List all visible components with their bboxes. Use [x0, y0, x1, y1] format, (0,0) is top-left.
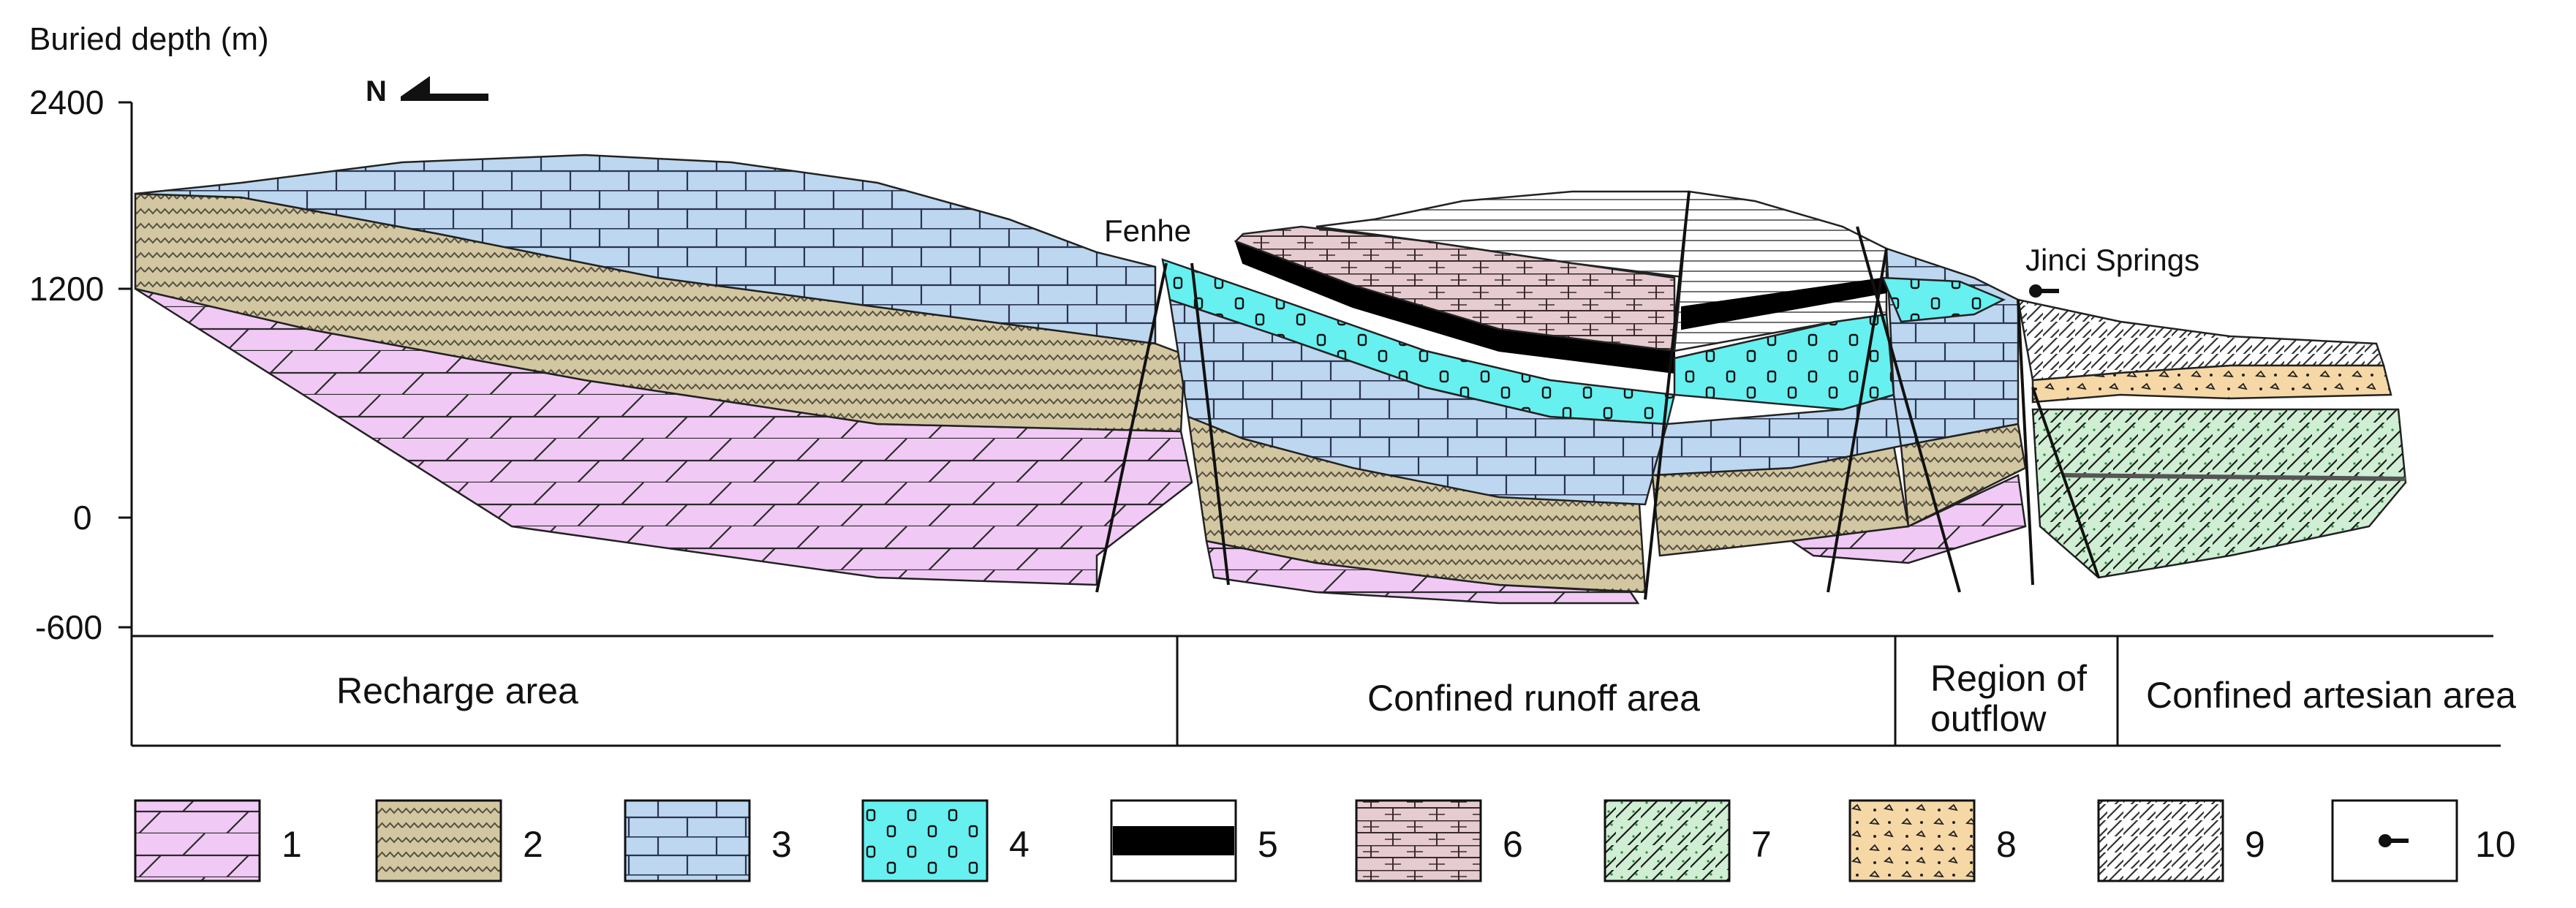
axis-title: Buried depth (m) — [29, 21, 269, 57]
zone-artesian: Confined artesian area — [2146, 675, 2516, 716]
legend-swatch-2 — [375, 799, 502, 882]
depth-axis-ticks: 2400 1200 0 -600 — [29, 83, 132, 646]
zone-outflow-line2: outflow — [1930, 698, 2047, 739]
zone-recharge: Recharge area — [336, 670, 578, 711]
legend-swatch-8 — [1848, 799, 1976, 882]
legend-label: 6 — [1503, 824, 1523, 865]
legend-swatch-9 — [2097, 799, 2224, 882]
place-label-jinci: Jinci Springs — [2025, 243, 2199, 277]
legend-label: 3 — [771, 824, 792, 865]
legend-label: 7 — [1751, 824, 1772, 865]
legend-swatch-4 — [861, 799, 989, 882]
north-letter: N — [366, 75, 387, 107]
layer-5-submiddle — [1681, 276, 1887, 330]
zone-outflow-line1: Region of — [1930, 658, 2087, 699]
legend-label: 8 — [1996, 824, 2017, 865]
layer-8-artesian — [2031, 364, 2392, 404]
zone-table — [130, 635, 2501, 747]
legend-swatch-3 — [624, 799, 751, 882]
legend-label: 10 — [2475, 824, 2516, 865]
legend-label: 4 — [1009, 824, 1030, 865]
legend-label: 5 — [1258, 824, 1278, 865]
layer-4-outflow — [1881, 276, 2006, 323]
place-label-fenhe: Fenhe — [1104, 213, 1191, 248]
spring-symbol-icon — [2379, 834, 2409, 847]
legend-label: 2 — [523, 824, 543, 865]
tick-label: -600 — [35, 608, 102, 646]
zone-runoff: Confined runoff area — [1367, 678, 1700, 719]
tick-label: 1200 — [29, 270, 104, 308]
tick-label: 2400 — [29, 83, 104, 121]
layer-3-left — [135, 154, 1157, 345]
tick-label: 0 — [73, 499, 92, 537]
legend-swatch-7 — [1604, 799, 1731, 882]
cross-section-layers — [134, 154, 2407, 605]
legend: 1 2 3 4 5 6 7 8 9 10 — [134, 799, 2516, 882]
legend-label: 9 — [2245, 824, 2265, 865]
fault-lines — [1095, 191, 2100, 600]
layer-7-artesian — [2031, 408, 2407, 579]
legend-swatch-1 — [134, 799, 261, 882]
legend-swatch-5-band — [1113, 826, 1234, 855]
legend-swatch-6 — [1355, 799, 1482, 882]
legend-label: 1 — [282, 824, 302, 865]
north-arrow-icon: N — [366, 75, 488, 107]
spring-icon — [2029, 284, 2059, 298]
